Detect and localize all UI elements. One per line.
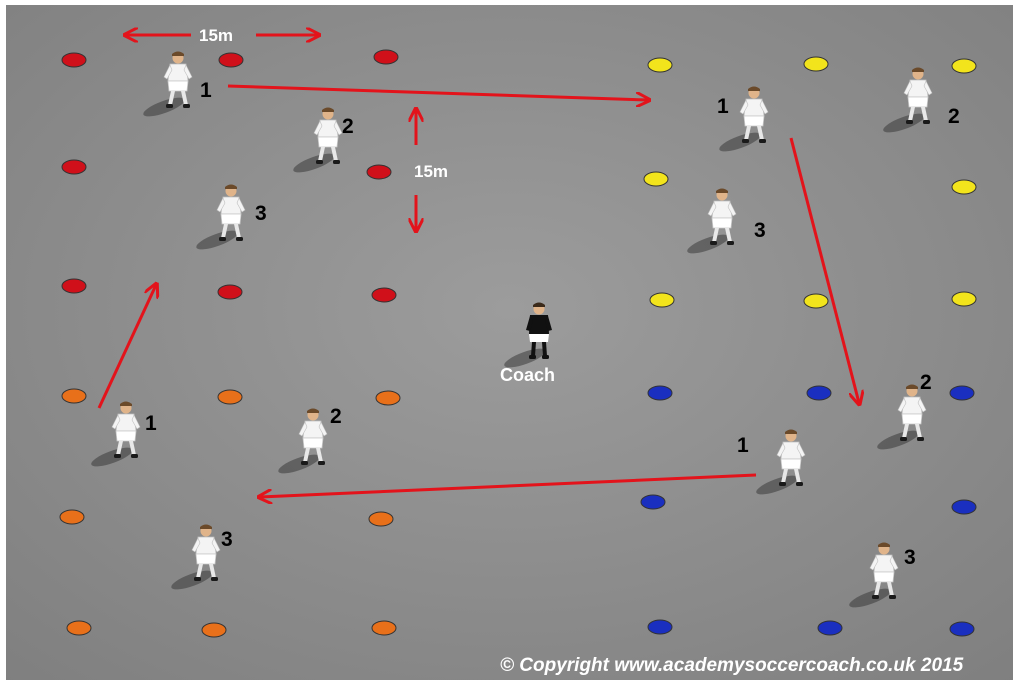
cone	[647, 385, 673, 401]
player-orange-1-number: 1	[145, 412, 157, 435]
cone	[201, 622, 227, 638]
cone	[217, 389, 243, 405]
player-blue-1-number: 1	[737, 434, 749, 457]
yellow-grid-cones	[643, 56, 977, 309]
drill-diagram: 15m 15m 1 2 3 1 2 3 1 2 3 1 2 3 Coach © …	[6, 5, 1013, 680]
cone	[66, 620, 92, 636]
cone	[643, 171, 669, 187]
cone	[951, 499, 977, 515]
cone	[803, 56, 829, 72]
cone	[951, 58, 977, 74]
distance-horizontal-label: 15m	[199, 26, 233, 45]
cone	[951, 291, 977, 307]
cone	[647, 57, 673, 73]
player-yellow-1-number: 1	[717, 95, 729, 118]
player-yellow-3-number: 3	[754, 219, 766, 242]
arrow-orange-to-red	[97, 285, 156, 409]
cone	[647, 619, 673, 635]
pitch-surface	[6, 5, 1013, 680]
cone	[951, 179, 977, 195]
cone	[806, 385, 832, 401]
player-red-1-number: 1	[200, 79, 212, 102]
copyright-text: © Copyright www.academysoccercoach.co.uk…	[500, 655, 964, 676]
cone	[375, 390, 401, 406]
player-orange-2-number: 2	[330, 405, 342, 428]
cone	[373, 49, 399, 65]
rotation-arrows	[97, 84, 859, 497]
player-red-3-number: 3	[255, 202, 267, 225]
arrow-yellow-to-blue	[789, 137, 859, 403]
cone	[817, 620, 843, 636]
player-blue-2-number: 2	[920, 371, 932, 394]
cone	[366, 164, 392, 180]
red-grid-cones	[61, 49, 399, 303]
cone	[640, 494, 666, 510]
player-yellow-2-number: 2	[948, 105, 960, 128]
cone	[949, 621, 975, 637]
distance-horizontal-marker: 15m	[126, 26, 318, 45]
cone	[803, 293, 829, 309]
cone	[949, 385, 975, 401]
cone	[649, 292, 675, 308]
arrow-red-to-yellow	[227, 84, 648, 100]
distance-vertical-label: 15m	[414, 162, 448, 181]
cone	[371, 287, 397, 303]
distance-vertical-marker: 15m	[414, 110, 448, 230]
cone	[59, 509, 85, 525]
cone	[61, 278, 87, 294]
cone	[61, 52, 87, 68]
arrow-blue-to-orange	[260, 473, 757, 497]
field-svg: 15m 15m 1 2 3 1 2 3 1 2 3 1 2 3 Coach © …	[6, 5, 1013, 680]
blue-grid-cones	[640, 385, 977, 637]
cone	[371, 620, 397, 636]
cone	[61, 159, 87, 175]
cone	[218, 52, 244, 68]
coach-label: Coach	[500, 365, 555, 385]
player-red-2-number: 2	[342, 115, 354, 138]
cone	[368, 511, 394, 527]
cone	[61, 388, 87, 404]
player-blue-3-number: 3	[904, 546, 916, 569]
player-orange-3-number: 3	[221, 528, 233, 551]
orange-grid-cones	[59, 388, 401, 638]
cone	[217, 284, 243, 300]
